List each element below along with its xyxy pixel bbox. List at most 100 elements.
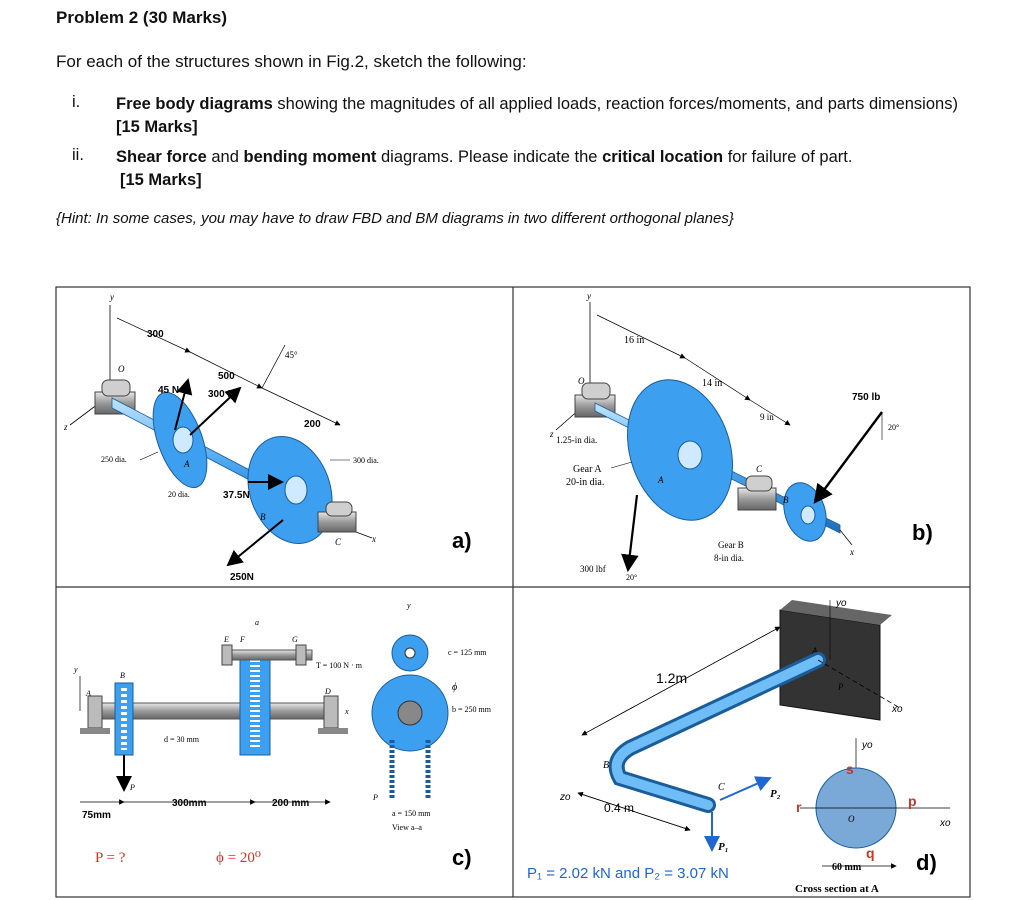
fig-c-view-label: View a–a xyxy=(392,823,422,832)
item-2-bold-critical: critical location xyxy=(602,148,724,166)
fig-c-dim-300: 300mm xyxy=(172,798,207,809)
fig-d-section-yo: yo xyxy=(861,740,873,751)
fig-c-a-section: a xyxy=(255,618,259,627)
fig-a-force-250n: 250N xyxy=(230,572,254,583)
fig-d-xo-label: xo xyxy=(891,704,903,715)
fig-c-tag: c) xyxy=(452,845,472,870)
fig-a-b-label: B xyxy=(260,512,266,522)
fig-b-c-label: C xyxy=(756,464,763,474)
item-1-bold: Free body diagrams xyxy=(116,95,273,113)
item-2-bold-shear: Shear force xyxy=(116,148,207,166)
fig-a-dia-300: 300 dia. xyxy=(353,456,379,465)
fig-c-dim-200: 200 mm xyxy=(272,798,309,809)
fig-a-o-label: O xyxy=(118,364,125,374)
fig-d-yo-label: yo xyxy=(835,598,847,609)
fig-a-z-label: z xyxy=(63,422,68,432)
fig-c-dim-75: 75mm xyxy=(82,810,111,821)
fig-d-length-04: 0.4 m xyxy=(604,801,634,815)
hint-text: {Hint: In some cases, you may have to dr… xyxy=(56,210,734,227)
fig-d-length-12: 1.2m xyxy=(656,670,687,686)
item-2-text: Shear force and bending moment diagrams.… xyxy=(116,146,976,192)
fig-b-a-label: A xyxy=(657,475,664,485)
fig-c-d-label: D xyxy=(324,687,331,696)
fig-b-angle-20: 20° xyxy=(888,423,899,432)
fig-b-dia-125: 1.25-in dia. xyxy=(556,435,597,445)
fig-d-point-p: p xyxy=(908,793,917,809)
fig-a-a-label: A xyxy=(183,459,190,469)
item-2-bold-moment: bending moment xyxy=(243,148,377,166)
fig-c-a-label: A xyxy=(85,689,91,698)
item-1-number: i. xyxy=(72,93,81,111)
fig-d-section-xo: xo xyxy=(939,818,951,829)
fig-d-cross-caption: Cross section at A xyxy=(795,883,879,895)
fig-b-dim-14: 14 in xyxy=(702,378,722,389)
fig-c-phi-symbol: ϕ xyxy=(452,682,457,693)
fig-b-force-300lbf: 300 lbf xyxy=(580,564,606,574)
fig-d-center-o: O xyxy=(848,814,855,824)
item-1-body: showing the magnitudes of all applied lo… xyxy=(272,95,958,113)
fig-c-d30: d = 30 mm xyxy=(164,735,200,744)
fig-c-view-y-label: y xyxy=(406,601,411,610)
fig-a-force-45n: 45 N xyxy=(158,385,179,396)
fig-a-dia-250: 250 dia. xyxy=(101,455,127,464)
item-1-marks: [15 Marks] xyxy=(116,118,198,136)
fig-c-phi-equation: ϕ = 20⁰ xyxy=(216,850,261,866)
fig-d-zo-label: zo xyxy=(559,792,571,803)
fig-d-p1-label: P₁ xyxy=(718,841,729,853)
fig-a-dim-300: 300 xyxy=(147,329,164,340)
figure-d: yo xo A P B C 1.2m 0.4 m zo P₁ P₂ P₁ = 2… xyxy=(527,598,951,895)
item-1-text: Free body diagrams showing the magnitude… xyxy=(116,93,976,139)
fig-a-dia-20: 20 dia. xyxy=(168,490,190,499)
fig-d-tag: d) xyxy=(916,850,937,875)
fig-d-point-r: r xyxy=(796,799,802,815)
item-2-number: ii. xyxy=(72,146,84,164)
fig-c-b-label: B xyxy=(120,671,125,680)
fig-b-gear-a-dia: 20-in dia. xyxy=(566,477,604,488)
fig-a-y-label: y xyxy=(109,292,114,302)
fig-d-p2-label: P₂ xyxy=(770,788,781,800)
fig-d-loads-caption: P₁ = 2.02 kN and P₂ = 3.07 kN xyxy=(527,865,729,882)
fig-a-c-label: C xyxy=(335,537,342,547)
fig-a-dim-200: 200 xyxy=(304,419,321,430)
figure-b: y z O 16 in 14 in 9 in A C B x 1.25-in d… xyxy=(549,291,933,582)
item-2-tail: for failure of part. xyxy=(723,148,853,166)
problem-intro: For each of the structures shown in Fig.… xyxy=(56,52,527,71)
figure-c: A D C y x B P E F G a T = 100 N · m d = … xyxy=(73,601,492,870)
item-2-please: diagrams. Please indicate the xyxy=(376,148,603,166)
fig-b-gear-b-dia: 8-in dia. xyxy=(714,553,744,563)
fig-d-c-label: C xyxy=(718,782,725,793)
fig-b-dim-9: 9 in xyxy=(760,412,774,422)
fig-c-p-equation: P = ? xyxy=(95,850,126,866)
fig-a-force-37n: 37.5N xyxy=(223,490,250,501)
fig-b-y-label: y xyxy=(586,291,591,301)
fig-a-x-label: x xyxy=(371,534,376,544)
fig-d-dim-60: 60 mm xyxy=(832,862,862,873)
fig-d-a-label: A xyxy=(811,646,818,656)
fig-c-g-label: G xyxy=(292,635,298,644)
fig-d-point-s: s xyxy=(846,761,854,777)
fig-c-x-label: x xyxy=(344,707,349,716)
fig-b-angle-20b: 20° xyxy=(626,573,637,582)
fig-c-e-label: E xyxy=(223,635,229,644)
fig-b-b-label: B xyxy=(783,495,789,505)
fig-c-torque: T = 100 N · m xyxy=(316,661,363,670)
fig-a-tag: a) xyxy=(452,528,472,553)
fig-b-x-label: x xyxy=(849,547,854,557)
problem-title: Problem 2 (30 Marks) xyxy=(56,8,228,27)
fig-c-b250: b = 250 mm xyxy=(452,705,492,714)
figure-a: y z O 300 500 200 A B C x 45 N 300 N xyxy=(63,292,472,583)
fig-c-a150: a = 150 mm xyxy=(392,809,431,818)
fig-c-p-label: P xyxy=(129,783,135,792)
fig-d-p-label: P xyxy=(837,682,844,692)
item-2-marks: [15 Marks] xyxy=(120,171,202,189)
fig-a-angle-45: 45° xyxy=(285,350,298,360)
fig-b-dim-16: 16 in xyxy=(624,335,644,346)
fig-a-dim-500: 500 xyxy=(218,371,235,382)
fig-b-z-label: z xyxy=(549,429,554,439)
fig-c-f-label: F xyxy=(239,635,245,644)
fig-d-b-label: B xyxy=(603,760,609,771)
fig-b-force-750lb: 750 lb xyxy=(852,392,880,403)
fig-b-tag: b) xyxy=(912,520,933,545)
fig-b-gear-a: Gear A xyxy=(573,464,602,475)
